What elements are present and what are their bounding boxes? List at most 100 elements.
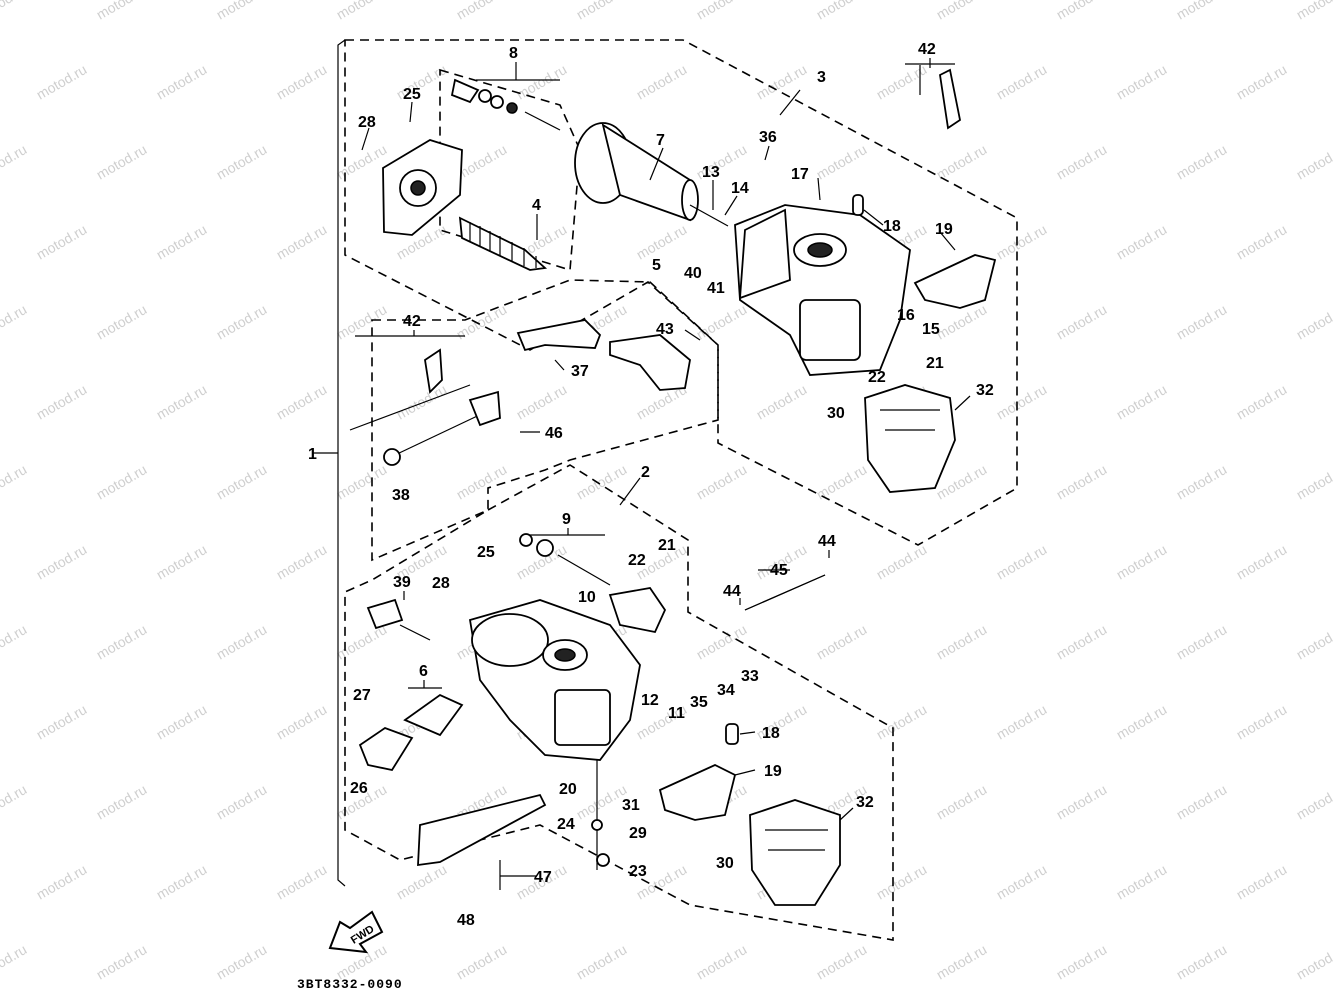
watermark-text: motod.ru bbox=[1174, 301, 1230, 342]
watermark-text: motod.ru bbox=[394, 381, 450, 422]
watermark-text: motod.ru bbox=[334, 461, 390, 502]
watermark-text: motod.ru bbox=[574, 461, 630, 502]
watermark-text: motod.ru bbox=[514, 381, 570, 422]
callout-27: 27 bbox=[353, 687, 371, 704]
watermark-text: motod.ru bbox=[934, 141, 990, 182]
callout-21-upper: 21 bbox=[926, 355, 944, 372]
callout-48: 48 bbox=[457, 912, 475, 929]
watermark-text: motod.ru bbox=[94, 941, 150, 982]
watermark-text: motod.ru bbox=[1054, 0, 1110, 23]
watermark-text: motod.ru bbox=[994, 541, 1050, 582]
watermark-text: motod.ru bbox=[1234, 221, 1290, 262]
callout-47: 47 bbox=[534, 869, 552, 886]
watermark-text: motod.ru bbox=[814, 0, 870, 23]
callout-44-upper: 44 bbox=[818, 533, 836, 550]
callout-14: 14 bbox=[731, 180, 749, 197]
callout-15: 15 bbox=[922, 321, 940, 338]
callout-3: 3 bbox=[817, 69, 826, 86]
watermark-text: motod.ru bbox=[1114, 221, 1170, 262]
callout-30-upper: 30 bbox=[827, 405, 845, 422]
watermark-text: motod.ru bbox=[1294, 141, 1334, 182]
watermark-text: motod.ru bbox=[1174, 621, 1230, 662]
assembly-2-outline bbox=[344, 464, 894, 941]
watermark-text: motod.ru bbox=[0, 0, 29, 23]
watermark-text: motod.ru bbox=[694, 0, 750, 23]
callout-26: 26 bbox=[350, 780, 368, 797]
callout-34: 34 bbox=[717, 682, 735, 699]
watermark-text: motod.ru bbox=[214, 301, 270, 342]
watermark-text: motod.ru bbox=[34, 541, 90, 582]
callout-labels: 1 2 3 4 5 6 7 8 9 10 11 12 13 14 15 16 1… bbox=[308, 41, 994, 929]
lower-carb-body bbox=[358, 533, 841, 906]
callout-28-upper: 28 bbox=[358, 114, 376, 131]
fuel-pipe-37 bbox=[516, 319, 602, 352]
watermark-text: motod.ru bbox=[1294, 0, 1334, 23]
callout-5: 5 bbox=[652, 257, 661, 274]
watermark-text: motod.ru bbox=[154, 221, 210, 262]
callout-38: 38 bbox=[392, 487, 410, 504]
watermark-text: motod.ru bbox=[154, 861, 210, 902]
callout-21-lower: 21 bbox=[658, 537, 676, 554]
watermark-text: motod.ru bbox=[874, 541, 930, 582]
watermark-text: motod.ru bbox=[214, 141, 270, 182]
callout-29: 29 bbox=[629, 825, 647, 842]
callout-28-lower: 28 bbox=[432, 575, 450, 592]
callout-33: 33 bbox=[741, 668, 759, 685]
watermark-text: motod.ru bbox=[634, 221, 690, 262]
watermark-text: motod.ru bbox=[94, 781, 150, 822]
linkage-group bbox=[349, 65, 962, 466]
watermark-text: motod.ru bbox=[0, 621, 29, 662]
watermark-text: motod.ru bbox=[94, 141, 150, 182]
watermark-text: motod.ru bbox=[754, 381, 810, 422]
watermark-text: motod.ru bbox=[574, 941, 630, 982]
watermark-text: motod.ru bbox=[34, 221, 90, 262]
watermark-text: motod.ru bbox=[94, 461, 150, 502]
watermark-text: motod.ru bbox=[1234, 701, 1290, 742]
callout-37: 37 bbox=[571, 363, 589, 380]
watermark-text: motod.ru bbox=[1294, 621, 1334, 662]
watermark-text: motod.ru bbox=[1054, 781, 1110, 822]
watermark-text: motod.ru bbox=[274, 541, 330, 582]
watermark-text: motod.ru bbox=[1054, 941, 1110, 982]
watermark-text: motod.ru bbox=[334, 0, 390, 23]
callout-8: 8 bbox=[509, 45, 518, 62]
callout-4: 4 bbox=[532, 197, 541, 214]
watermark-text: motod.ru bbox=[694, 301, 750, 342]
callout-22-lower: 22 bbox=[628, 552, 646, 569]
watermark-text: motod.ru bbox=[94, 621, 150, 662]
callout-18-upper: 18 bbox=[883, 218, 901, 235]
watermark-text: motod.ru bbox=[814, 141, 870, 182]
watermark-text: motod.ru bbox=[1114, 861, 1170, 902]
watermark-text: motod.ru bbox=[1054, 461, 1110, 502]
watermark-text: motod.ru bbox=[1234, 541, 1290, 582]
fwd-arrow-icon bbox=[328, 910, 384, 954]
callout-18-lower: 18 bbox=[762, 725, 780, 742]
callout-31: 31 bbox=[622, 797, 640, 814]
watermark-text: motod.ru bbox=[1234, 61, 1290, 102]
callout-23: 23 bbox=[629, 863, 647, 880]
watermark-text: motod.ru bbox=[1234, 381, 1290, 422]
watermark-text: motod.ru bbox=[274, 61, 330, 102]
watermark-text: motod.ru bbox=[0, 461, 29, 502]
float-bowl-30-lower bbox=[749, 799, 841, 906]
watermark-text: motod.ru bbox=[874, 861, 930, 902]
callout-41: 41 bbox=[707, 280, 725, 297]
assembly-1-bracket bbox=[337, 39, 346, 887]
watermark-text: motod.ru bbox=[154, 61, 210, 102]
watermark-text: motod.ru bbox=[1174, 461, 1230, 502]
watermark-text: motod.ru bbox=[0, 141, 29, 182]
callout-32-lower: 32 bbox=[856, 794, 874, 811]
linkage-outline bbox=[371, 279, 719, 562]
callout-46: 46 bbox=[545, 425, 563, 442]
watermark-text: motod.ru bbox=[814, 621, 870, 662]
callout-25-upper: 25 bbox=[403, 86, 421, 103]
watermark-text: motod.ru bbox=[1174, 141, 1230, 182]
callout-19-lower: 19 bbox=[764, 763, 782, 780]
watermark-text: motod.ru bbox=[694, 941, 750, 982]
watermark-text: motod.ru bbox=[1054, 621, 1110, 662]
callout-35: 35 bbox=[690, 694, 708, 711]
watermark-text: motod.ru bbox=[814, 941, 870, 982]
watermark-text: motod.ru bbox=[1114, 61, 1170, 102]
watermark-text: motod.ru bbox=[394, 61, 450, 102]
upper-carb-body bbox=[734, 194, 997, 493]
